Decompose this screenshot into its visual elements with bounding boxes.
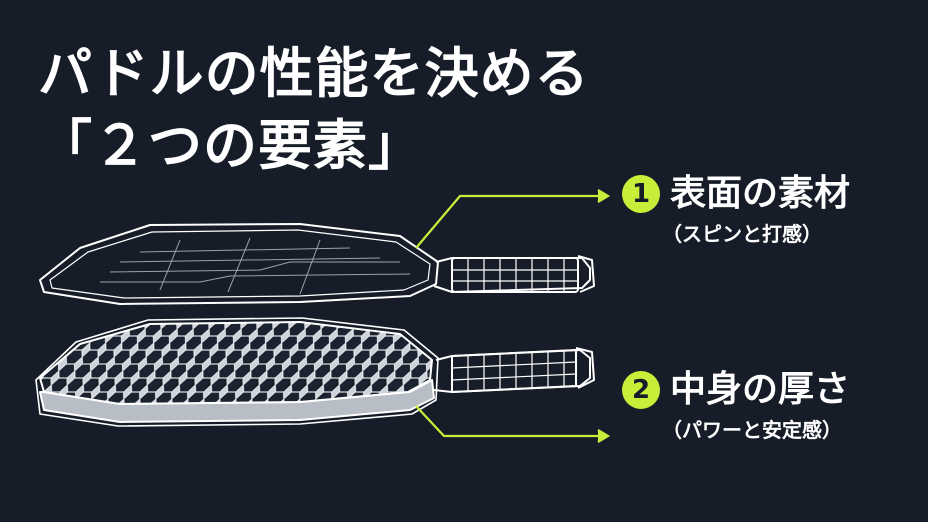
- callout-sub-label: （スピンと打感）: [662, 222, 822, 246]
- callout-label: 表面の素材: [670, 173, 851, 214]
- title-line-2: 「２つの要素」: [38, 114, 423, 177]
- title-line-1: パドルの性能を決める: [38, 42, 590, 105]
- arrow-right-icon: [415, 189, 611, 443]
- callout-surface-material: 1 表面の素材 （スピンと打感）: [622, 172, 850, 248]
- slide-title: パドルの性能を決める 「２つの要素」: [38, 38, 590, 182]
- number-badge-2: 2: [622, 371, 660, 409]
- paddle-face-icon: [39, 223, 595, 305]
- paddle-core-honeycomb-icon: [35, 317, 595, 427]
- number-badge-1: 1: [622, 175, 660, 213]
- callout-core-thickness: 2 中身の厚さ （パワーと安定感）: [622, 368, 850, 444]
- callout-sub-label: （パワーと安定感）: [662, 418, 842, 442]
- callout-label: 中身の厚さ: [670, 369, 851, 410]
